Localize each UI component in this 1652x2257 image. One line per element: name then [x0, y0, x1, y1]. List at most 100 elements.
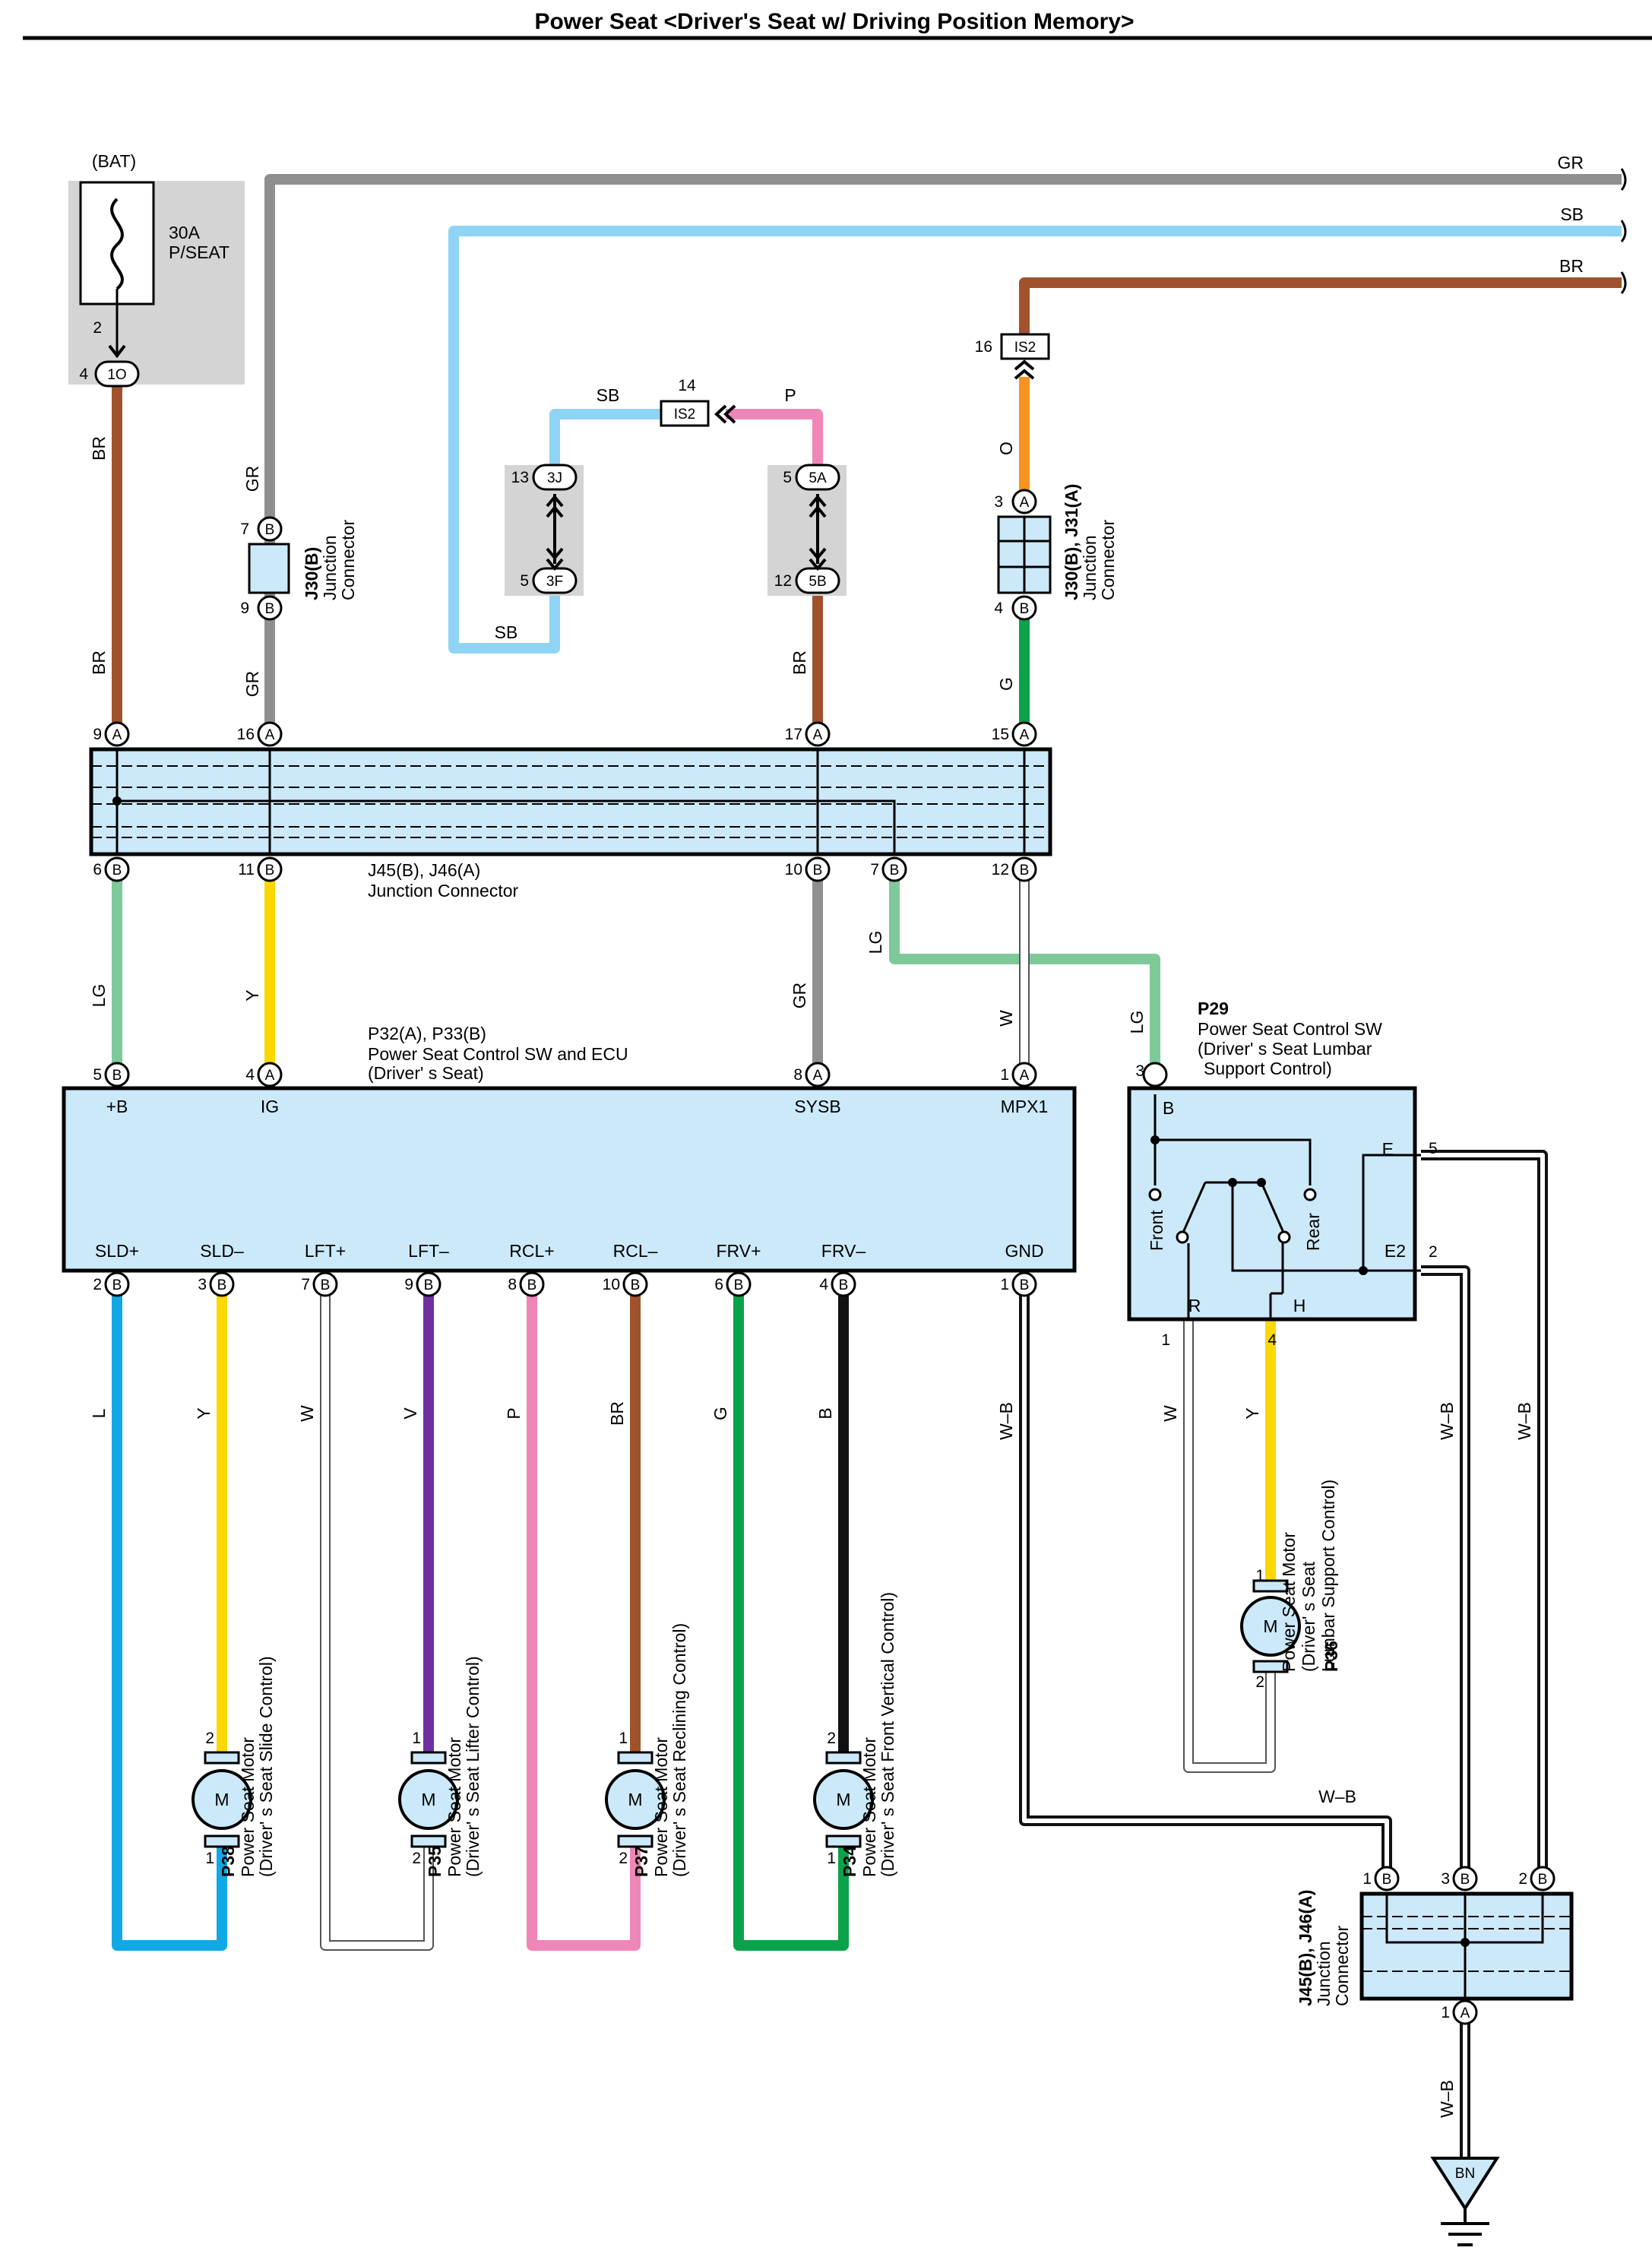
ecu-terminal-label: LFT+ [305, 1241, 346, 1261]
connector-5a [795, 464, 840, 491]
connector-3j-label: 3J [547, 470, 562, 486]
p29-dot-2 [1228, 1178, 1237, 1187]
wire-label: LG [866, 931, 885, 954]
j30b-pin-top [257, 516, 283, 542]
right-wire-gr: GR [1558, 153, 1584, 173]
ecu-pin-bottom-1 [209, 1271, 235, 1297]
connector-5a-pin: 5 [783, 469, 792, 486]
is2-top-pin: 16 [975, 338, 992, 356]
ecu-pin-top-ig [257, 1062, 283, 1087]
j45-top-pin-a-15-num: 15 [992, 726, 1009, 743]
p36-desc1: Power Seat Motor [1279, 1532, 1299, 1672]
motor-desc1: Power Seat Motor [445, 1737, 464, 1877]
connector-3j-pin: 13 [511, 469, 529, 486]
motor-icon [191, 1769, 252, 1830]
motor-icon [398, 1769, 459, 1830]
wire-sb-is2 [549, 409, 661, 477]
j45-bot-name: J45(B), J46(A) [1296, 1890, 1315, 2006]
j45-bot-desc1: Junction [1314, 1941, 1334, 2006]
ground-connector-icon [1430, 2157, 1500, 2211]
p29-box [1127, 1086, 1417, 1322]
wire-w-p36 [1185, 1319, 1274, 1771]
j45-top-pin-b-10 [805, 856, 831, 882]
j45-bot-desc2: Connector [1332, 1926, 1352, 2006]
j45-top-pin-a-16-letter: A [265, 727, 275, 743]
ecu-pin-top-b-num: 5 [93, 1066, 102, 1084]
j45-bot-pin-a1 [1452, 1999, 1478, 2025]
connector-3f-label: 3F [546, 574, 563, 590]
wire-label: Y [242, 989, 262, 1001]
j30b-pin-top-num: 7 [240, 521, 249, 538]
motor-cap-bottom [617, 1834, 654, 1848]
wire-label: G [996, 677, 1016, 691]
connector-5a-label: 5A [809, 470, 827, 486]
j45-top-desc: Junction Connector [368, 881, 519, 901]
ecu-pin-top-ig-letter: A [265, 1068, 275, 1084]
connector-3j-chevron-icon [546, 494, 564, 571]
connector-1o [94, 360, 140, 388]
ecu-pin-bottom-8 [1011, 1271, 1037, 1297]
ecu-pin-bottom-8-letter: B [1020, 1277, 1030, 1293]
p36-pin-bot: 2 [1255, 1673, 1264, 1691]
motor-cap-bottom [825, 1834, 862, 1848]
j45-top-pin-a-15 [1011, 721, 1037, 747]
wire-label: GR [242, 466, 262, 492]
j45-top-pin-a-17-letter: A [813, 727, 823, 743]
ecu-pin-bottom-5-num: 10 [603, 1276, 620, 1293]
motor-icon [605, 1769, 666, 1830]
wire-wb-gnd [1022, 1295, 1389, 1869]
j45-top-pin-b-12-num: 12 [992, 861, 1009, 878]
ecu-name: P32(A), P33(B) [368, 1024, 486, 1043]
ecu-pin-top-b-letter: B [112, 1068, 122, 1084]
fuse-icon [110, 198, 124, 290]
ecu-pin-top-mpx1 [1011, 1062, 1037, 1087]
j45-bot-pin-a1-num: 1 [1441, 2004, 1450, 2021]
p29-pin-h-num: 4 [1267, 1331, 1277, 1349]
ecu-pin-top-ig-num: 4 [245, 1066, 255, 1084]
ecu-terminal-label: RCL+ [509, 1241, 554, 1261]
motor-symbol: M [628, 1790, 642, 1809]
wire-br-top [1019, 277, 1622, 334]
j45-top-pin-b-6-num: 6 [93, 861, 102, 878]
wire-label: BR [607, 1401, 627, 1426]
ecu-terminal-label: SLD+ [95, 1241, 139, 1261]
wire-wb-e2-outline [1421, 1265, 1470, 1869]
p29-front-label: Front [1147, 1210, 1166, 1251]
ecu-desc2: (Driver' s Seat) [368, 1063, 484, 1083]
p29-desc1: Power Seat Control SW [1198, 1019, 1382, 1039]
wire-g-p34 [733, 1295, 849, 1951]
ecu-terminal-label: LFT– [408, 1241, 449, 1261]
j45-top-pin-b-7-letter: B [890, 863, 900, 878]
j45-top-pin-b-11-letter: B [265, 863, 275, 878]
motor-pin-bottom: 1 [827, 1850, 836, 1867]
wire-wb-e-outline [1421, 1150, 1548, 1869]
j45-bot-junction-dot [1461, 1938, 1470, 1947]
motor-id: P38 [218, 1846, 238, 1877]
wire-wb-e2 [1421, 1268, 1467, 1869]
wire-label: BR [790, 651, 809, 675]
j45-top-pin-b-7-num: 7 [870, 861, 879, 878]
motor-pin-top: 2 [827, 1730, 836, 1747]
j45-bot-pin-2 [1530, 1866, 1555, 1891]
motor-symbol: M [421, 1790, 435, 1809]
j45-bot-pin-a1-letter: A [1461, 2005, 1470, 2021]
wire-label: GR [242, 671, 262, 698]
connector-5b-label: 5B [809, 574, 826, 590]
fuse-amp: 30A [169, 223, 201, 242]
wire-label: W–B [1437, 1402, 1457, 1440]
j45-bot-pin-2-letter: B [1538, 1872, 1548, 1888]
p29-switch-icon [1154, 1094, 1421, 1319]
p29-dot-1 [1150, 1135, 1160, 1144]
j30b-name: J30(B) [302, 547, 321, 600]
j45-top-pin-b-6 [104, 856, 130, 882]
ecu-terminal-label: RCL– [613, 1241, 658, 1261]
wire-label: W [1160, 1405, 1180, 1422]
ecu-pin-top-mpx1-letter: A [1020, 1068, 1030, 1084]
